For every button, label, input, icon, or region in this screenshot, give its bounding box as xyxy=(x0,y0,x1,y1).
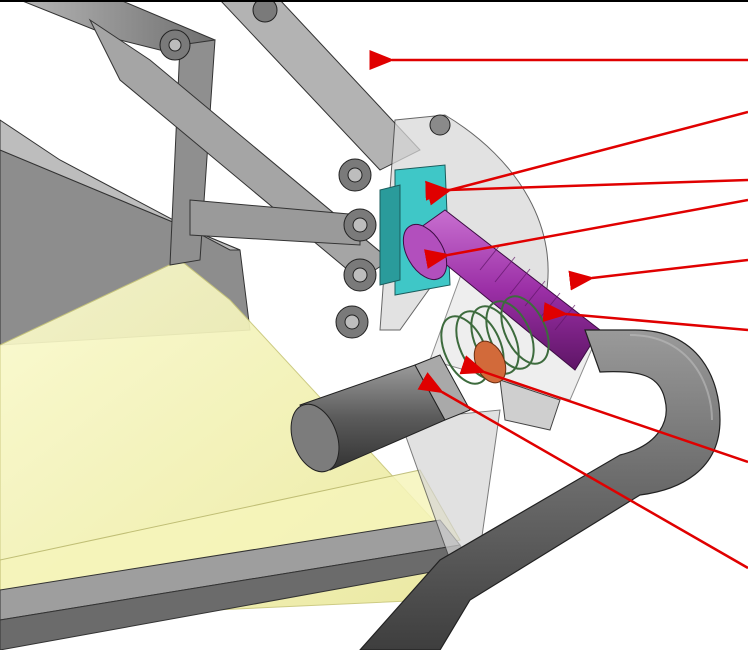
base-plate-top xyxy=(0,119,241,251)
roller-end-cap xyxy=(290,403,340,473)
shaft-leader xyxy=(424,198,748,269)
bolt-stack xyxy=(159,0,451,339)
housing-foot xyxy=(499,379,561,431)
tube-highlight xyxy=(629,334,713,421)
side-plate-leader xyxy=(425,110,748,206)
leader-lines xyxy=(369,50,748,570)
housing-leader xyxy=(568,258,748,291)
threaded-rod-leader xyxy=(542,302,748,332)
curved-tube xyxy=(359,329,721,650)
bearing-block-side xyxy=(379,184,401,286)
cross-link xyxy=(189,199,361,246)
bushing-leader xyxy=(459,355,748,464)
bearing-block-leader xyxy=(425,178,748,201)
roller-end-leader xyxy=(417,372,748,570)
